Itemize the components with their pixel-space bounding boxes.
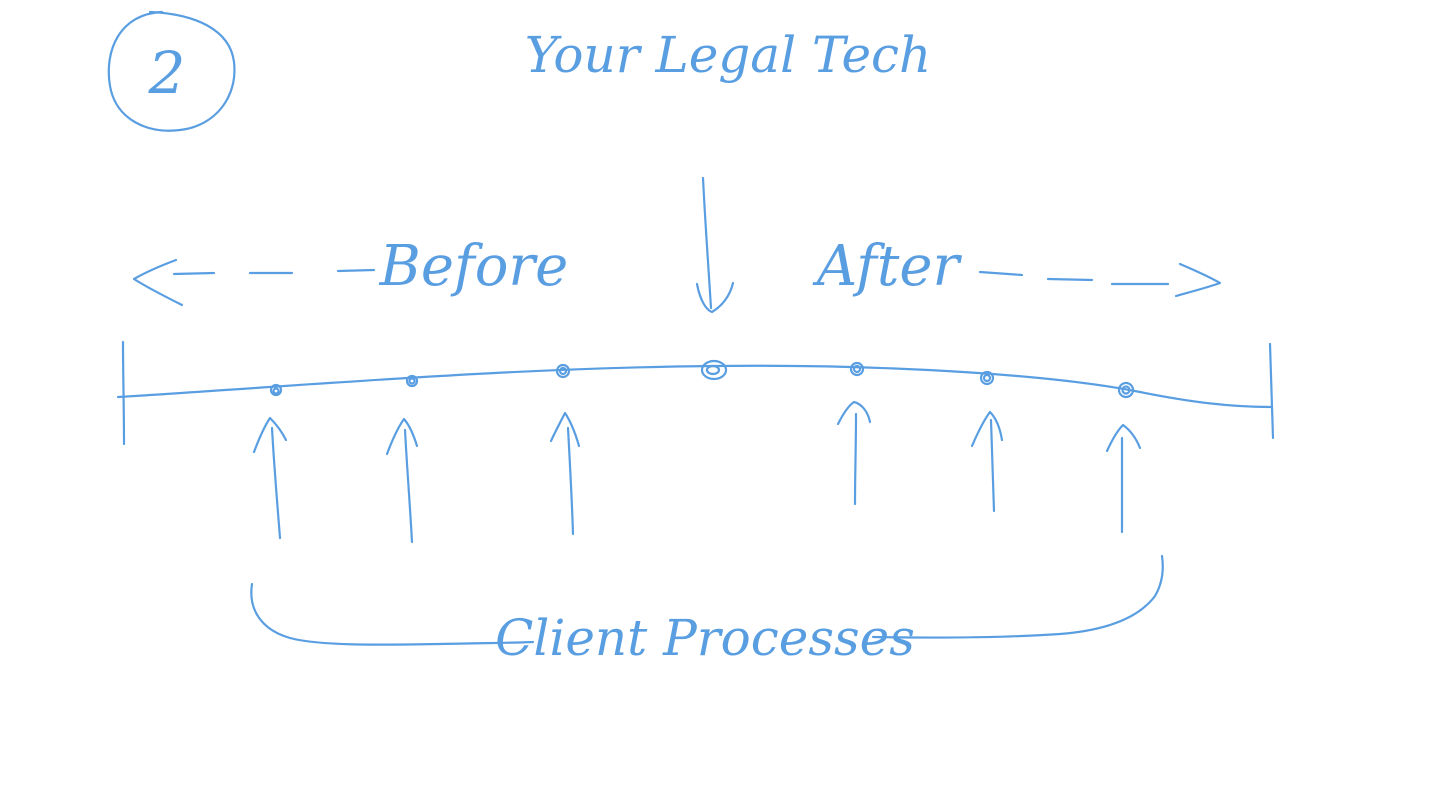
arrow-left-icon <box>132 258 184 307</box>
client-process-arrows <box>252 400 1142 544</box>
timeline-line <box>116 364 1273 409</box>
arrow-up-icon <box>1105 423 1142 534</box>
step-badge: 2 <box>107 10 236 132</box>
diagram-title: Your Legal Tech <box>525 26 932 84</box>
timeline-points <box>269 359 1135 399</box>
client-processes-label: Client Processes <box>495 609 915 667</box>
step-circle <box>107 10 236 132</box>
arrow-up-icon <box>252 416 288 540</box>
step-number: 2 <box>148 39 186 107</box>
arrow-up-icon <box>836 400 872 506</box>
timeline-point <box>849 361 865 377</box>
client-processes-bracket: Client Processes <box>250 554 1164 667</box>
timeline <box>116 340 1275 446</box>
timeline-point <box>555 363 571 379</box>
before-label: Before <box>379 234 569 299</box>
timeline-end-cap <box>1268 342 1275 440</box>
timeline-point <box>1117 381 1135 399</box>
arrow-up-icon <box>385 417 419 544</box>
timeline-center-point <box>700 359 728 381</box>
timeline-point <box>405 374 419 388</box>
timeline-point <box>269 383 283 397</box>
timeline-point <box>979 370 995 386</box>
legal-tech-arrow <box>695 176 735 314</box>
before-direction: Before <box>132 234 569 307</box>
after-direction: After <box>812 234 1222 299</box>
arrow-up-icon <box>549 411 581 536</box>
arrow-right-icon <box>1174 262 1222 298</box>
timeline-start-cap <box>121 340 126 446</box>
after-label: After <box>812 234 963 299</box>
arrow-up-icon <box>970 410 1004 513</box>
